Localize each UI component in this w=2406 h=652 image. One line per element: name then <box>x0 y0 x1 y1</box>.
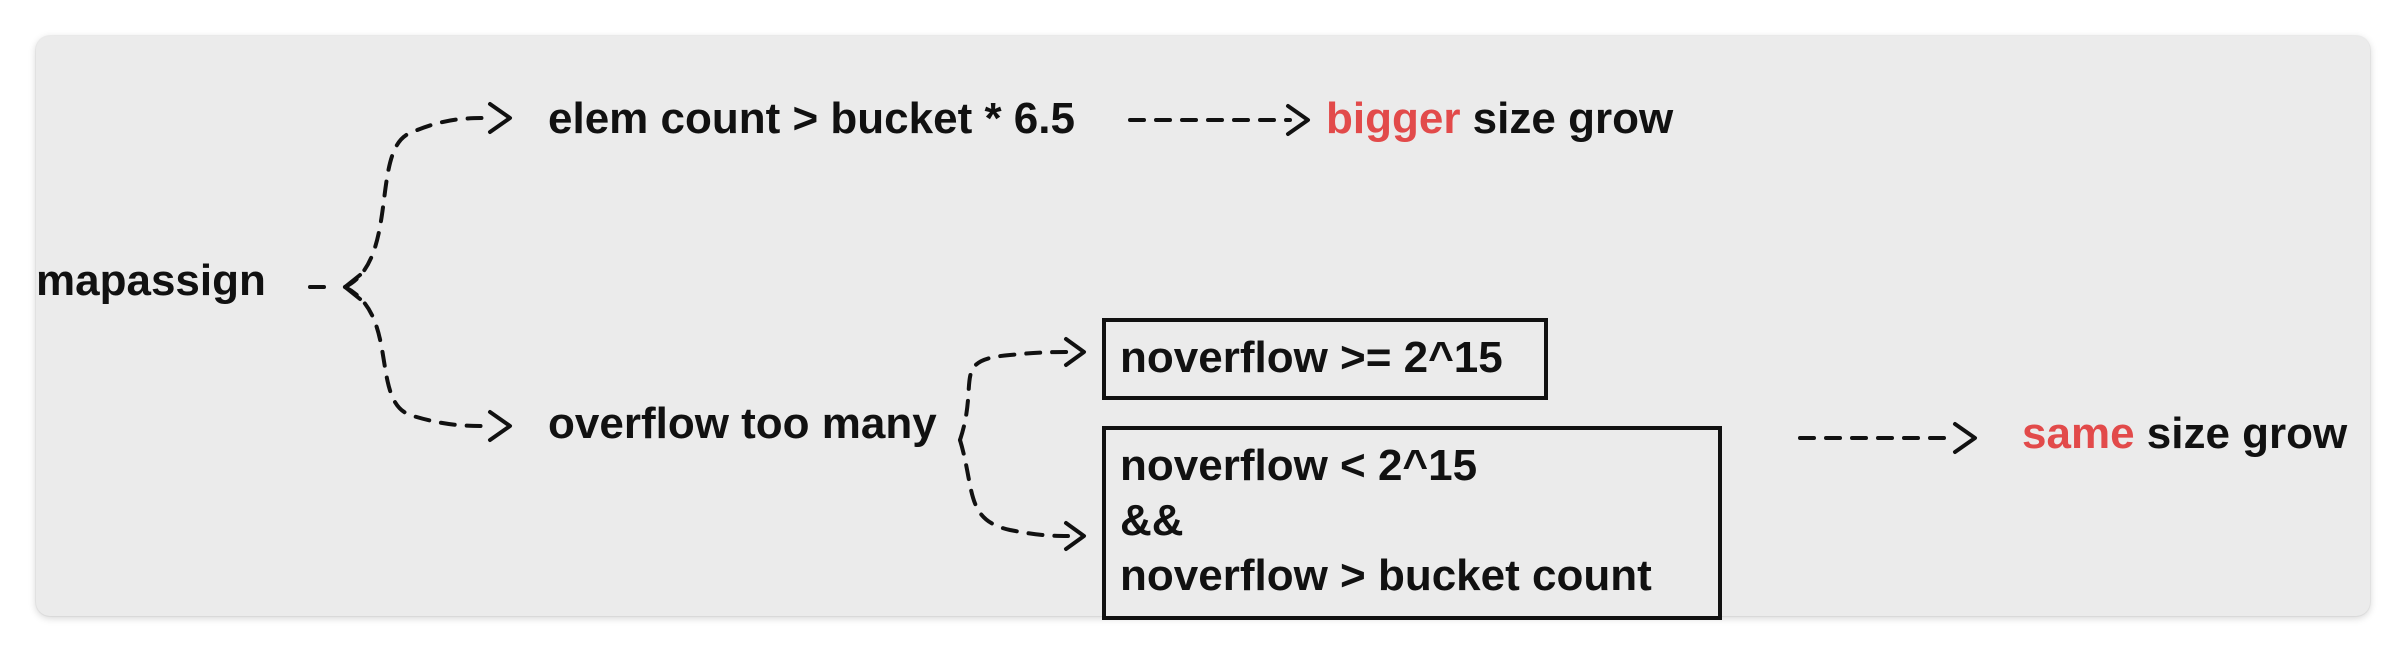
arrow-root-to-elem <box>343 116 492 289</box>
same-keyword: same <box>2022 409 2135 458</box>
node-mapassign: mapassign <box>36 256 266 305</box>
arrowhead-box-a <box>1064 337 1086 367</box>
box-noverflow-ge: noverflow >= 2^15 <box>1102 318 1548 400</box>
arrowhead-box-b <box>1064 521 1086 551</box>
same-rest: size grow <box>2134 409 2348 458</box>
box-b-line-3: noverflow > bucket count <box>1120 551 1652 600</box>
box-noverflow-lt: noverflow < 2^15 && noverflow > bucket c… <box>1102 426 1722 620</box>
node-overflow-too-many: overflow too many <box>548 399 937 448</box>
node-elem-count-condition: elem count > bucket * 6.5 <box>548 94 1075 143</box>
arrow-root-to-overflow <box>343 285 492 428</box>
arrow-overflow-to-box-a <box>958 350 1070 442</box>
arrowhead-overflow <box>488 410 512 442</box>
node-same-size-grow: same size grow <box>2022 408 2347 461</box>
arrowhead-bigger <box>1286 104 1310 136</box>
box-b-line-1: noverflow < 2^15 <box>1120 441 1478 490</box>
diagram-canvas <box>36 36 2370 616</box>
box-b-line-2: && <box>1120 496 1184 545</box>
arrowhead-root <box>343 273 362 301</box>
bigger-rest: size grow <box>1460 94 1674 143</box>
box-a-line: noverflow >= 2^15 <box>1120 333 1503 382</box>
arrowhead-same <box>1953 422 1977 454</box>
bigger-keyword: bigger <box>1326 94 1461 143</box>
arrow-overflow-to-box-b <box>958 438 1070 538</box>
node-bigger-size-grow: bigger size grow <box>1326 93 1673 146</box>
arrowhead-elem <box>488 102 512 134</box>
